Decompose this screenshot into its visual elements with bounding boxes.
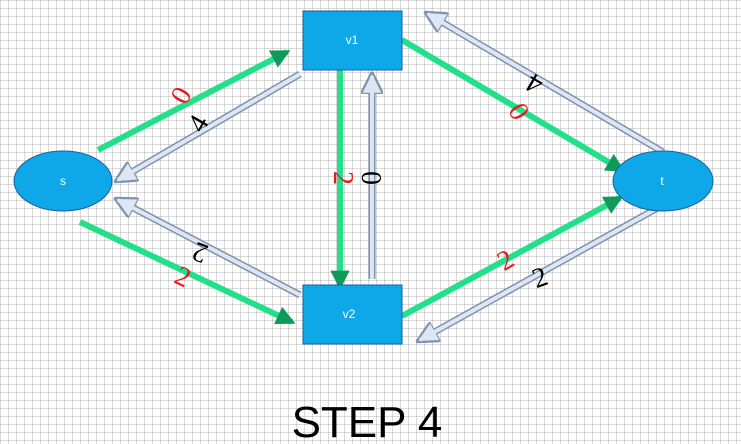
arrow-s-to-v1 xyxy=(96,49,291,153)
node-t-label: t xyxy=(660,174,664,188)
label-v1-v2-flow: 2 xyxy=(327,171,358,185)
arrow-s-to-v2 xyxy=(78,219,296,325)
edge-labels: 0 4 2 2 2 0 0 4 2 2 xyxy=(165,66,552,295)
step-caption: STEP 4 xyxy=(292,398,443,444)
node-v2-label: v2 xyxy=(343,307,356,321)
node-v2: v2 xyxy=(302,284,403,345)
node-s: s xyxy=(13,150,113,212)
label-v2-t-flow: 2 xyxy=(492,244,520,278)
node-v1: v1 xyxy=(302,10,403,71)
arrow-t-to-v1-fill xyxy=(426,12,665,154)
node-v2-shape xyxy=(302,284,403,345)
flow-edges xyxy=(78,37,626,325)
node-t: t xyxy=(612,150,714,212)
node-v1-shape xyxy=(302,10,403,71)
arrow-v1-to-s-fill xyxy=(116,72,302,182)
node-s-shape xyxy=(13,150,113,212)
arrow-v2-to-t xyxy=(400,195,624,319)
residual-edges xyxy=(116,12,665,342)
arrow-v2-to-s-fill xyxy=(117,198,301,297)
node-v1-label: v1 xyxy=(346,33,359,47)
label-v2-v1-residual: 0 xyxy=(355,171,386,185)
node-s-label: s xyxy=(60,174,66,188)
arrow-v1-to-t xyxy=(400,37,626,173)
arrow-t-to-v2-fill xyxy=(419,203,664,342)
node-t-shape xyxy=(612,150,714,212)
